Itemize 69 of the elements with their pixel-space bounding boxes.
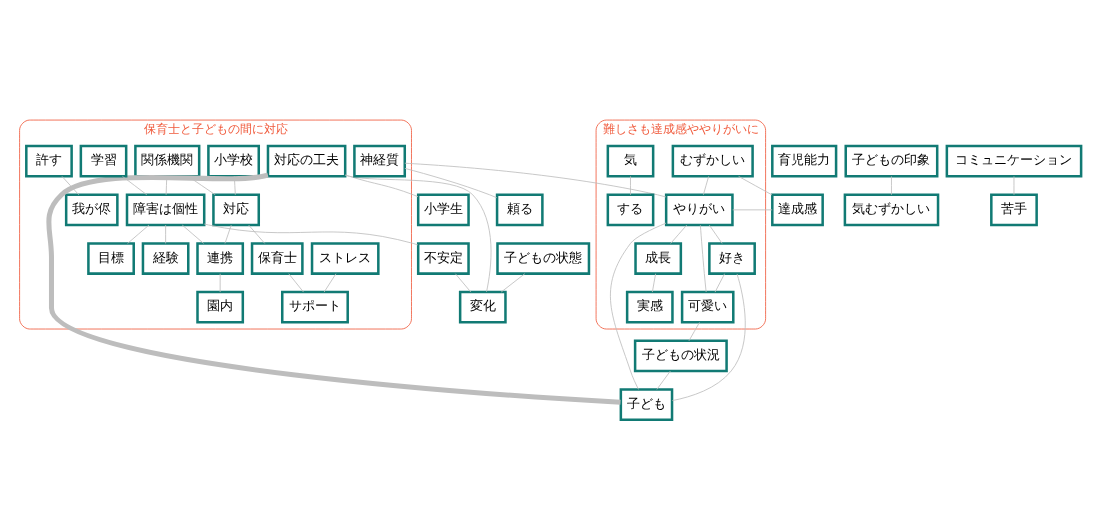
connector [610,222,667,390]
node-box: 目標 [87,241,135,275]
connector [670,224,688,244]
connector [651,272,657,292]
connector [671,273,746,401]
node-box: 学習 [79,144,128,178]
node-box: 実感 [625,290,674,324]
node-box: 頼る [495,193,544,226]
connector [46,172,621,405]
node-box: 園内 [196,290,245,324]
connector [404,162,667,197]
node-box: 変化 [458,290,507,324]
node-box: 保育士 [250,241,304,275]
node-box: 不安定 [416,241,470,275]
node-box: 子どもの状況 [633,339,728,372]
connector [122,175,148,195]
connector [630,175,631,195]
node-box: 子ども [619,387,674,421]
node-box: 気 [606,144,655,178]
connector [248,224,266,244]
node-box: 関係機関 [134,144,201,178]
node-box: 達成感 [771,193,824,226]
node-box: 子どもの印象 [844,144,939,178]
node-box: サポート [281,290,349,324]
node-box: 苦手 [990,193,1038,226]
node-box: 我が侭 [64,193,119,226]
connector [219,272,221,292]
node-box: やりがい [664,193,734,226]
node-box: 成長 [634,241,683,275]
connector [344,174,492,292]
node-box: 小学校 [207,144,260,178]
connector [699,224,707,292]
connector [288,272,304,292]
connector [61,175,80,195]
connector [404,167,498,198]
node-box: コミュニケーション [945,144,1083,178]
node-box: 小学生 [416,193,470,226]
node-box: 対応 [212,193,260,226]
node-box: 子どもの状態 [496,241,591,275]
node-box: 対応の工夫 [266,144,347,178]
connector [891,175,892,195]
connector [688,321,700,341]
node-box: 気むずかしい [843,193,940,226]
connector [708,224,723,244]
connector [224,224,232,244]
connector [738,175,773,195]
node-box: 可愛い [680,290,735,324]
connector [181,224,204,244]
connector [500,272,526,292]
connector [714,272,725,292]
connector [344,174,419,197]
node-box: 経験 [141,241,190,275]
connector [203,223,419,245]
connector [455,272,472,292]
connector [702,175,710,195]
node-box: 育児能力 [771,144,838,178]
connector [732,208,773,210]
connector [165,224,167,244]
node-box: ストレス [310,241,380,275]
node-box: する [606,193,655,226]
node-box: 連携 [196,241,245,275]
connector [127,224,150,244]
node-box: 許す [25,144,73,178]
node-box: 障害は個性 [125,193,206,226]
connector [323,272,337,292]
connector [656,370,671,390]
node-box: むずかしい [671,144,754,178]
node-box: 神経質 [353,144,407,178]
node-box: 好き [708,241,756,275]
